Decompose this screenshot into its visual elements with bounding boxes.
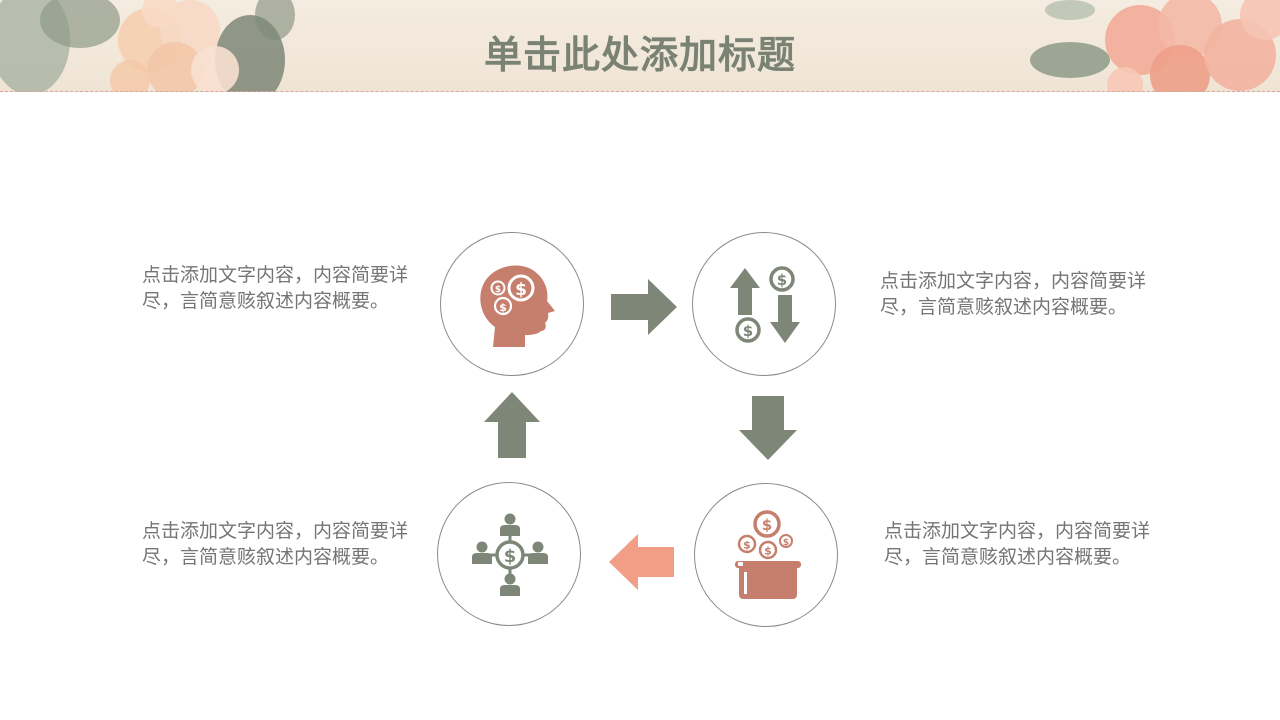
header-dashed-divider xyxy=(0,91,1280,92)
svg-text:$: $ xyxy=(743,322,753,340)
header-banner: 单击此处添加标题 xyxy=(0,0,1280,92)
svg-text:$: $ xyxy=(504,546,517,567)
head-money-icon: $ $ $ xyxy=(480,265,555,347)
arrow-left-icon xyxy=(609,534,674,590)
money-box-icon: $ $ $ $ xyxy=(735,510,801,599)
arrow-down-icon xyxy=(739,396,797,460)
people-network-money-icon: $ xyxy=(472,513,548,596)
svg-text:$: $ xyxy=(777,271,787,289)
svg-text:$: $ xyxy=(495,285,501,295)
slide-title[interactable]: 单击此处添加标题 xyxy=(483,33,796,77)
step-4-circle[interactable]: $ xyxy=(437,482,581,626)
svg-text:$: $ xyxy=(783,538,789,548)
step-4-description[interactable]: 点击添加文字内容，内容简要详尽，言简意赅叙述内容概要。 xyxy=(142,520,409,568)
arrow-up-icon xyxy=(484,392,540,458)
svg-text:$: $ xyxy=(743,539,751,552)
exchange-arrows-money-icon: $ $ xyxy=(730,266,800,343)
arrow-right-icon xyxy=(611,279,677,335)
svg-text:$: $ xyxy=(515,280,527,300)
svg-text:$: $ xyxy=(764,545,772,558)
step-3-description[interactable]: 点击添加文字内容，内容简要详尽，言简意赅叙述内容概要。 xyxy=(884,520,1151,568)
svg-text:$: $ xyxy=(499,301,507,314)
step-2-description[interactable]: 点击添加文字内容，内容简要详尽，言简意赅叙述内容概要。 xyxy=(880,270,1147,318)
step-3-circle[interactable]: $ $ $ $ xyxy=(694,483,838,627)
floral-decoration-left-icon xyxy=(0,0,295,92)
floral-decoration-right-icon xyxy=(1030,0,1280,92)
step-2-circle[interactable]: $ $ xyxy=(692,232,836,376)
step-1-circle[interactable]: $ $ $ xyxy=(440,232,584,376)
svg-text:$: $ xyxy=(762,516,772,534)
step-1-description[interactable]: 点击添加文字内容，内容简要详尽，言简意赅叙述内容概要。 xyxy=(142,264,409,312)
